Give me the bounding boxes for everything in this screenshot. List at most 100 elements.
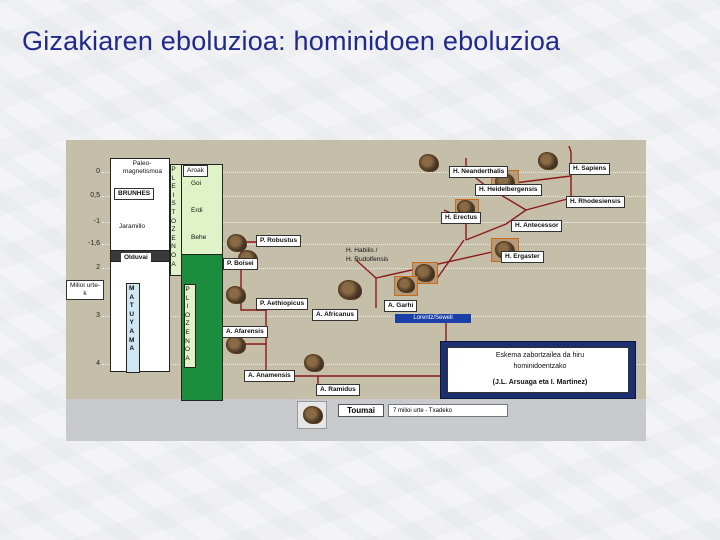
species-label: H. Antecessor — [511, 220, 563, 232]
species-label: P. Boisei — [223, 258, 258, 270]
pleistocene-letter: E — [171, 234, 176, 242]
pliocene-letter: N — [185, 337, 190, 345]
toumai-label: Toumai — [338, 404, 384, 417]
hominid-evolution-figure: 0 0,5 -1 -1,6 2 3 4 Milioi urte-k Paleo-… — [66, 140, 646, 441]
pleistocene-letter: P — [171, 166, 176, 173]
brunhes-label: BRUNHES — [114, 188, 155, 200]
gridline — [102, 222, 646, 223]
pleistocene-letter: N — [171, 243, 176, 251]
species-label: H. Neanderthalis — [449, 166, 509, 178]
axis-tick: 4 — [96, 360, 100, 367]
matuyama-letter: M — [129, 336, 135, 344]
period-behe: Behe — [191, 234, 207, 241]
slide-title: Gizakiaren eboluzioa: hominidoen eboluzi… — [22, 26, 561, 56]
skull-image — [538, 152, 558, 170]
matuyama-letter: A — [129, 293, 135, 301]
pliocene-letter: L — [185, 294, 190, 302]
skull-image — [226, 286, 246, 304]
axis-tick: 3 — [96, 312, 100, 319]
axis-caption: Milioi urte-k — [66, 280, 104, 300]
skull-image — [397, 277, 415, 293]
period-header: Aroak — [183, 165, 208, 177]
species-label: H. Sapiens — [569, 163, 611, 175]
species-label: A. Anamensis — [244, 370, 295, 382]
legend-panel: Eskema zabortzailea da hiru hominidoentz… — [447, 347, 629, 393]
pleistocene-letter: E — [171, 183, 176, 191]
period-column — [181, 164, 223, 256]
gridline — [102, 268, 646, 269]
skull-image — [226, 336, 246, 354]
matuyama-label: M A T U Y A M A — [129, 285, 134, 354]
pleistocene-letter: S — [171, 200, 176, 208]
species-label: P. Robustus — [256, 235, 302, 247]
matuyama-letter: T — [129, 302, 134, 310]
species-label: A. Ramidus — [316, 384, 360, 396]
matuyama-letter: M — [129, 285, 135, 292]
pleistocene-letter: A — [171, 260, 176, 268]
pliocene-letter: E — [185, 328, 190, 336]
pleistocene-letter: T — [171, 208, 176, 216]
pliocene-letter: Z — [185, 320, 190, 328]
pliocene-label-band — [184, 284, 196, 368]
skull-image — [304, 354, 324, 372]
pliocene-letter: A — [185, 354, 190, 362]
species-label: H. Rudolfensis — [346, 256, 389, 263]
skull-image — [338, 280, 362, 300]
pleistocene-label: P L E I S T O Z E N O A — [171, 166, 176, 269]
skull-image — [415, 264, 435, 282]
evolution-diagram: 0 0,5 -1 -1,6 2 3 4 Milioi urte-k Paleo-… — [66, 140, 646, 401]
gridline — [102, 316, 646, 317]
matuyama-letter: A — [129, 327, 135, 335]
pleistocene-letter: Z — [171, 226, 176, 234]
axis-tick: 2 — [96, 264, 100, 271]
period-goi: Goi — [191, 180, 202, 187]
connector-line — [465, 209, 527, 241]
gridline — [102, 364, 646, 365]
matuyama-band — [126, 283, 140, 373]
jaramillo-label: Jaramillo — [116, 222, 149, 232]
legend-line: (J.L. Arsuaga eta I. Martinez) — [492, 379, 588, 386]
toumai-skull-image — [297, 401, 327, 429]
species-label: P. Aethiopicus — [256, 298, 309, 310]
species-label: A. Africanus — [312, 309, 359, 321]
species-label: A. Garhi — [384, 300, 418, 312]
toumai-note: 7 milioi urte - Txadeko — [388, 404, 508, 417]
axis-tick: 0 — [96, 168, 100, 175]
species-label: H. Ergaster — [501, 251, 544, 263]
pleistocene-letter: I — [172, 191, 175, 199]
species-label: H. Habilis / — [346, 247, 378, 254]
pliocene-letter: O — [185, 346, 191, 354]
pleistocene-letter: O — [171, 251, 177, 259]
period-erdi: Erdi — [191, 207, 203, 214]
pleistocene-letter: L — [171, 174, 176, 182]
matuyama-letter: A — [129, 345, 135, 353]
matuyama-letter: Y — [129, 319, 134, 327]
connector-line — [318, 314, 447, 377]
skull-image — [227, 234, 247, 252]
gridline — [102, 244, 646, 245]
gridline — [102, 196, 646, 197]
legend-line: hominidoentzako — [513, 363, 567, 370]
pliocene-letter: O — [185, 311, 191, 319]
matuyama-letter: U — [129, 310, 135, 318]
pleistocene-letter: O — [171, 217, 177, 225]
skull-image — [419, 154, 439, 172]
axis-tick: -1,6 — [87, 240, 100, 247]
species-label: H. Heidelbergensis — [475, 184, 542, 196]
connector-line — [435, 239, 465, 281]
paleomag-header: Paleo-magnetismoa — [120, 159, 164, 177]
pliocene-label: P L I O Z E N O A — [185, 286, 190, 363]
olduvai-label: Olduvai — [121, 253, 151, 263]
skull-image — [303, 406, 323, 424]
species-label: H. Rhodesiensis — [566, 196, 625, 208]
species-label: H. Erectus — [441, 212, 482, 224]
axis-tick: 0,5 — [90, 192, 100, 199]
legend-line: Eskema zabortzailea da hiru — [495, 352, 585, 359]
legend-box: Eskema zabortzailea da hiru hominidoentz… — [440, 341, 636, 399]
species-label: A. Afarensis — [222, 326, 268, 338]
connector-line — [375, 249, 502, 279]
lorentz-label: Lorentz/Sewell — [395, 314, 471, 323]
pliocene-letter: P — [185, 286, 190, 293]
gridline — [102, 172, 646, 173]
pliocene-letter: I — [186, 303, 189, 311]
